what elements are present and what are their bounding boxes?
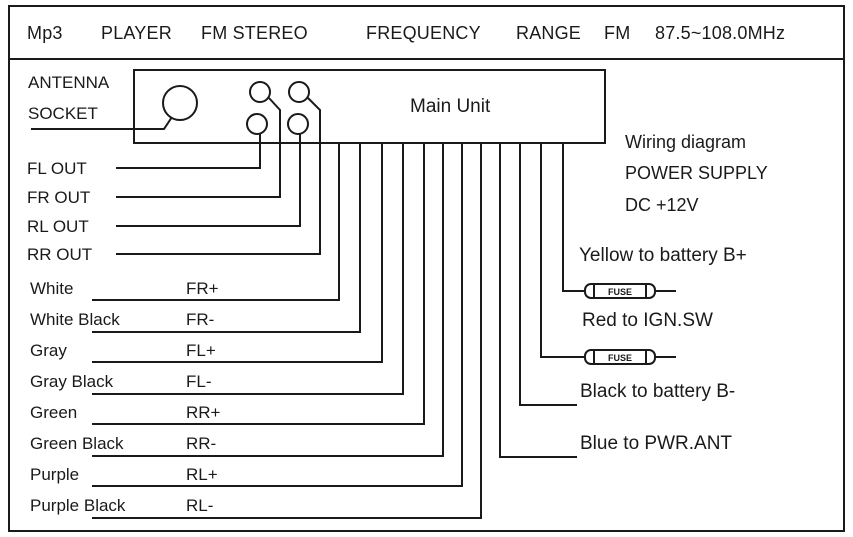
wire-channel-label: RL+ [186, 465, 218, 484]
lead-fr-out [116, 97, 281, 198]
header-model: Mp3 [27, 23, 63, 43]
wire-color-label: White [30, 279, 74, 298]
lead-black [519, 143, 577, 406]
wire-channel-label: FR- [186, 310, 215, 329]
rca-jack-2 [288, 81, 310, 103]
wire-color-label: Purple [30, 465, 80, 484]
lead-purple [92, 143, 463, 487]
lead-green [92, 143, 425, 425]
rca-jack-4 [287, 113, 309, 135]
header-band: FM [604, 23, 631, 43]
fuse-label: FUSE [608, 287, 632, 297]
power-wire-label: Blue to PWR.ANT [580, 433, 733, 454]
lead-rr-out [116, 97, 321, 255]
main-unit-box [133, 69, 606, 144]
fuse-icon: FUSE [584, 283, 656, 299]
wire-channel-label: RR- [186, 434, 217, 453]
wire-channel-label: FL+ [186, 341, 216, 360]
lead-purple-black [92, 143, 482, 519]
lead-gray [92, 143, 383, 363]
header-frequency: FREQUENCY [366, 23, 481, 43]
rca-jack-1 [249, 81, 271, 103]
lead-white [92, 143, 340, 301]
antenna-label-line2: SOCKET [28, 104, 98, 123]
power-wire-label: Red to IGN.SW [582, 310, 713, 331]
wire-color-label: Purple Black [30, 496, 126, 515]
rca-jack-3 [246, 113, 268, 135]
antenna-socket-circle [162, 85, 198, 121]
wire-color-label: Green [30, 403, 78, 422]
output-label: RL OUT [27, 217, 89, 236]
antenna-label-line1: ANTENNA [28, 73, 110, 92]
power-info-line: Wiring diagram [625, 132, 747, 152]
wire-channel-label: RL- [186, 496, 214, 515]
lead-gray-black [92, 143, 404, 395]
wire-color-label: Gray Black [30, 372, 114, 391]
header-range: RANGE [516, 23, 582, 43]
output-label: FL OUT [27, 159, 87, 178]
power-wire-label: Yellow to battery B+ [579, 245, 747, 266]
power-info-line: DC +12V [625, 195, 699, 215]
antenna-lead [31, 116, 173, 130]
wire-channel-label: FL- [186, 372, 212, 391]
main-unit-label: Main Unit [410, 96, 491, 117]
lead-red [540, 143, 585, 358]
lead-fl-out [116, 134, 261, 169]
wire-channel-label: FR+ [186, 279, 219, 298]
output-label: FR OUT [27, 188, 91, 207]
output-label: RR OUT [27, 245, 93, 264]
power-info-line: POWER SUPPLY [625, 163, 768, 183]
lead-blue [499, 143, 577, 458]
outer-frame [8, 5, 845, 532]
lead-yellow [562, 143, 585, 292]
lead-white-black [92, 143, 361, 333]
wire-color-label: White Black [30, 310, 120, 329]
power-wire-label: Black to battery B- [580, 381, 736, 402]
header-player: PLAYER [101, 23, 172, 43]
header-stereo: FM STEREO [201, 23, 308, 43]
lead-rl-out [116, 134, 301, 227]
wire-color-label: Green Black [30, 434, 124, 453]
header-span: 87.5~108.0MHz [655, 23, 786, 43]
fuse-icon: FUSE [584, 349, 656, 365]
wire-channel-label: RR+ [186, 403, 221, 422]
wire-color-label: Gray [30, 341, 67, 360]
fuse-label: FUSE [608, 353, 632, 363]
lead-green-black [92, 143, 444, 457]
